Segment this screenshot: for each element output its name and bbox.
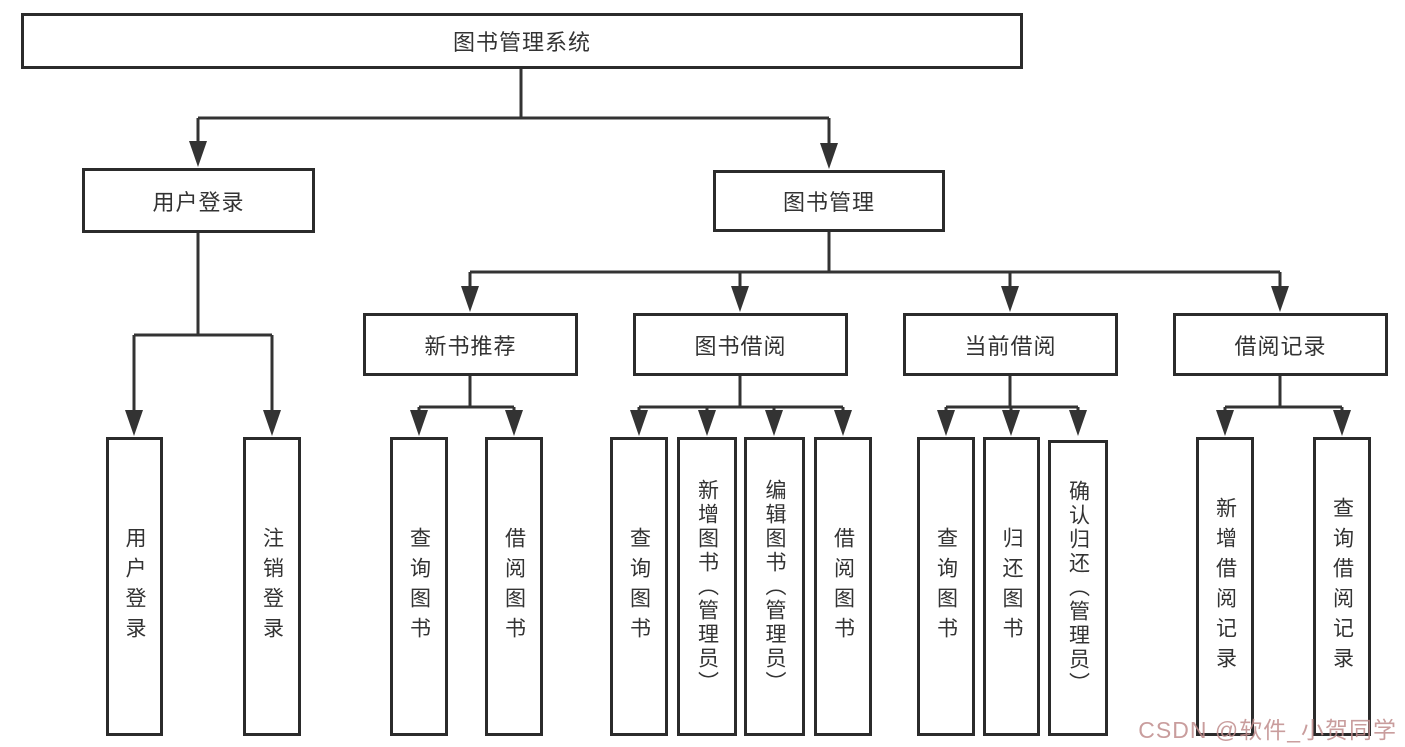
node-current-borrowing: 当前借阅 <box>903 313 1118 376</box>
leaf-br-query-record-label: 查询借阅记录 <box>1330 496 1354 677</box>
leaf-cb-confirm-return-admin-label: 确认归还（管理员） <box>1066 480 1090 696</box>
leaf-br-add-record-label: 新增借阅记录 <box>1213 496 1237 677</box>
csdn-watermark: CSDN @软件_小贺同学 <box>1138 717 1397 743</box>
leaf-cb-query-book: 查询图书 <box>917 437 975 736</box>
leaf-bb-query-book: 查询图书 <box>610 437 668 736</box>
leaf-br-add-record: 新增借阅记录 <box>1196 437 1254 736</box>
node-root: 图书管理系统 <box>21 13 1023 69</box>
leaf-cb-return-book-label: 归还图书 <box>1000 526 1023 647</box>
node-book-management-label: 图书管理 <box>782 190 875 215</box>
node-borrow-records-label: 借阅记录 <box>1234 333 1327 359</box>
node-borrow-records: 借阅记录 <box>1173 313 1388 376</box>
leaf-nbr-borrow-book: 借阅图书 <box>485 437 543 736</box>
leaf-user-login: 用户登录 <box>106 437 163 736</box>
node-new-book-recommend-label: 新书推荐 <box>424 333 517 359</box>
node-user-login: 用户登录 <box>82 168 315 233</box>
leaf-bb-query-book-label: 查询图书 <box>627 526 651 647</box>
leaf-logout: 注销登录 <box>243 437 301 736</box>
node-book-management: 图书管理 <box>713 170 945 232</box>
leaf-cb-return-book: 归还图书 <box>983 437 1040 736</box>
node-root-label: 图书管理系统 <box>452 30 591 55</box>
node-book-borrowing-label: 图书借阅 <box>694 333 787 359</box>
leaf-bb-add-book-admin: 新增图书（管理员） <box>677 437 737 736</box>
leaf-cb-query-book-label: 查询图书 <box>934 526 958 647</box>
leaf-nbr-borrow-book-label: 借阅图书 <box>502 526 526 647</box>
leaf-bb-borrow-book: 借阅图书 <box>814 437 872 736</box>
leaf-bb-borrow-book-label: 借阅图书 <box>831 526 855 647</box>
leaf-bb-edit-book-admin-label: 编辑图书（管理员） <box>763 478 786 695</box>
leaf-bb-edit-book-admin: 编辑图书（管理员） <box>744 437 805 736</box>
leaf-logout-label: 注销登录 <box>260 526 284 647</box>
arrowheads <box>125 141 1351 436</box>
leaf-nbr-query-book: 查询图书 <box>390 437 448 736</box>
node-user-login-label: 用户登录 <box>152 189 245 215</box>
node-current-borrowing-label: 当前借阅 <box>964 333 1057 359</box>
node-book-borrowing: 图书借阅 <box>633 313 848 376</box>
leaf-bb-add-book-admin-label: 新增图书（管理员） <box>695 478 719 695</box>
node-new-book-recommend: 新书推荐 <box>363 313 578 376</box>
leaf-user-login-label: 用户登录 <box>123 526 146 647</box>
leaf-nbr-query-book-label: 查询图书 <box>407 526 431 647</box>
leaf-br-query-record: 查询借阅记录 <box>1313 437 1371 736</box>
leaf-cb-confirm-return-admin: 确认归还（管理员） <box>1048 440 1108 736</box>
